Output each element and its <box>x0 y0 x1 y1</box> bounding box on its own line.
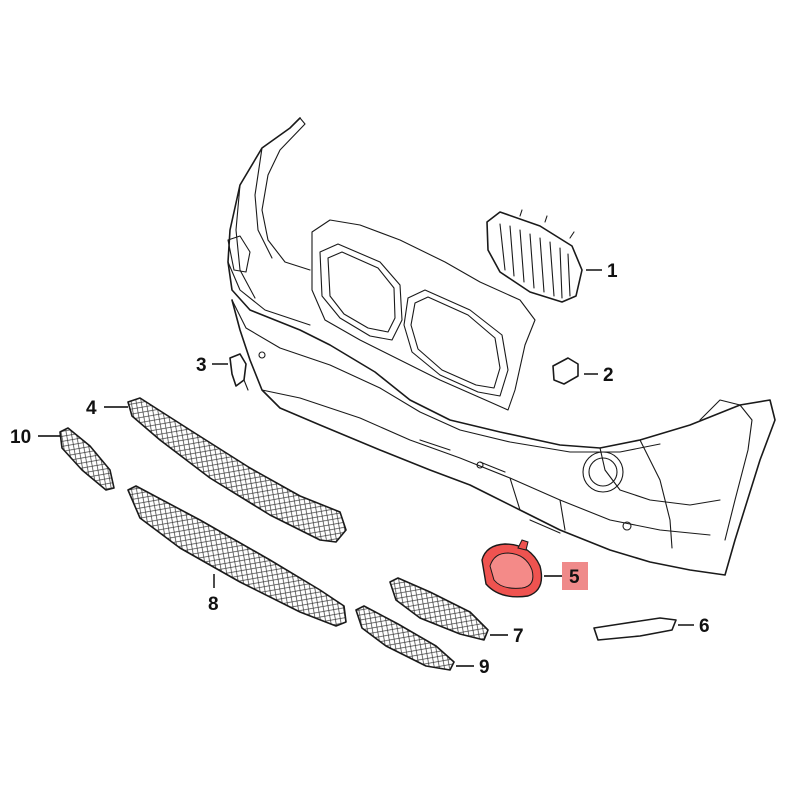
callout-8: 8 <box>208 594 219 615</box>
front-bumper <box>227 117 776 576</box>
callout-4: 4 <box>86 398 97 419</box>
part-6-reflector-trim <box>593 617 677 641</box>
callout-5-highlight <box>562 562 588 590</box>
callout-2: 2 <box>603 365 614 386</box>
part-9-corner-grille <box>355 605 455 671</box>
part-2-trim-cap <box>552 357 579 385</box>
callout-9: 9 <box>479 657 490 678</box>
callout-1: 1 <box>607 261 618 282</box>
part-8-lower-grille <box>127 485 347 627</box>
callout-7: 7 <box>513 626 524 647</box>
callout-6: 6 <box>699 616 710 637</box>
callout-5: 5 <box>569 567 580 588</box>
part-5-fog-lamp-cover <box>481 539 543 598</box>
part-3-bracket <box>229 353 249 391</box>
part-10-left-grille <box>59 427 115 491</box>
part-1-kidney-grille <box>486 209 583 303</box>
part-7-corner-grille <box>389 577 489 641</box>
callout-10: 10 <box>10 427 31 448</box>
callout-3: 3 <box>196 355 207 376</box>
part-4-upper-grille <box>127 397 347 543</box>
